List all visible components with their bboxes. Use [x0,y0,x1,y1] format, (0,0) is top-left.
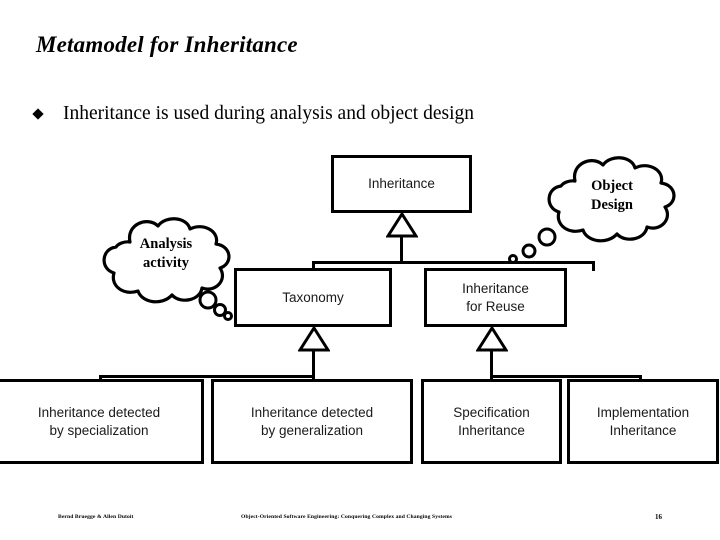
connector-root-to-taxonomy [312,261,315,271]
class-box-taxonomy[interactable]: Taxonomy [234,268,392,327]
class-box-inheritance-for-reuse[interactable]: Inheritance for Reuse [424,268,567,327]
cloud-line-2: activity [143,254,189,271]
page-title: Metamodel for Inheritance [36,32,298,57]
generalization-triangle-taxonomy [298,326,330,352]
label-line-2: by generalization [260,422,364,438]
class-box-inheritance-label: Inheritance [368,176,435,192]
analysis-activity-cloud: Analysis activity [92,216,240,321]
class-box-specialization-label: Inheritance detected by specialization [34,404,164,439]
class-box-inheritance-detected-by-specialization[interactable]: Inheritance detected by specialization [0,379,204,464]
class-box-specification-inheritance[interactable]: Specification Inheritance [421,379,562,464]
class-box-inheritance-detected-by-generalization[interactable]: Inheritance detected by generalization [211,379,413,464]
cloud-line-2: Design [591,196,633,213]
label-line-1: Inheritance [462,281,529,297]
footer-page-number: 16 [655,513,662,521]
cloud-line-1: Analysis [139,236,193,252]
label-line-2: Inheritance [609,422,677,438]
label-line-2: for Reuse [466,298,525,314]
analysis-activity-cloud-text: Analysis activity [92,235,240,272]
footer-author: Bernd Bruegge & Allen Dutoit [58,514,134,520]
class-box-taxonomy-label: Taxonomy [282,289,344,305]
object-design-cloud-text: Object Design [537,177,687,214]
connector-reuse-bus [490,375,642,378]
class-box-implementation-inheritance[interactable]: Implementation Inheritance [567,379,719,464]
object-design-cloud: Object Design [508,155,687,264]
bullet-item-label: Inheritance is used during analysis and … [63,103,475,124]
connector-reuse-stem [490,351,493,379]
label-line-1: Specification [453,405,530,421]
label-line-1: Implementation [596,405,690,421]
label-line-1: Inheritance detected [250,405,374,421]
bullet-item: Inheritance is used during analysis and … [32,103,475,125]
label-line-1: Inheritance detected [37,405,161,421]
connector-root-to-reuse [592,261,595,271]
cloud-line-1: Object [591,178,633,194]
class-box-inheritance[interactable]: Inheritance [331,155,472,213]
connector-root-bus [312,261,595,264]
slide-footer: Bernd Bruegge & Allen Dutoit Object-Orie… [0,512,720,528]
footer-book-title: Object-Oriented Software Engineering: Co… [241,514,452,520]
class-box-specification-label: Specification Inheritance [449,404,534,439]
class-box-generalization-label: Inheritance detected by generalization [247,404,377,439]
generalization-triangle-reuse [476,326,508,352]
connector-root-stem [400,237,403,264]
label-line-2: by specialization [49,422,149,438]
label-line-2: Inheritance [458,422,525,438]
connector-taxonomy-stem [312,351,315,379]
connector-taxonomy-bus [99,375,315,378]
generalization-triangle-root [386,212,418,238]
class-box-implementation-label: Implementation Inheritance [593,404,693,439]
class-box-inheritance-for-reuse-label: Inheritance for Reuse [458,280,533,315]
